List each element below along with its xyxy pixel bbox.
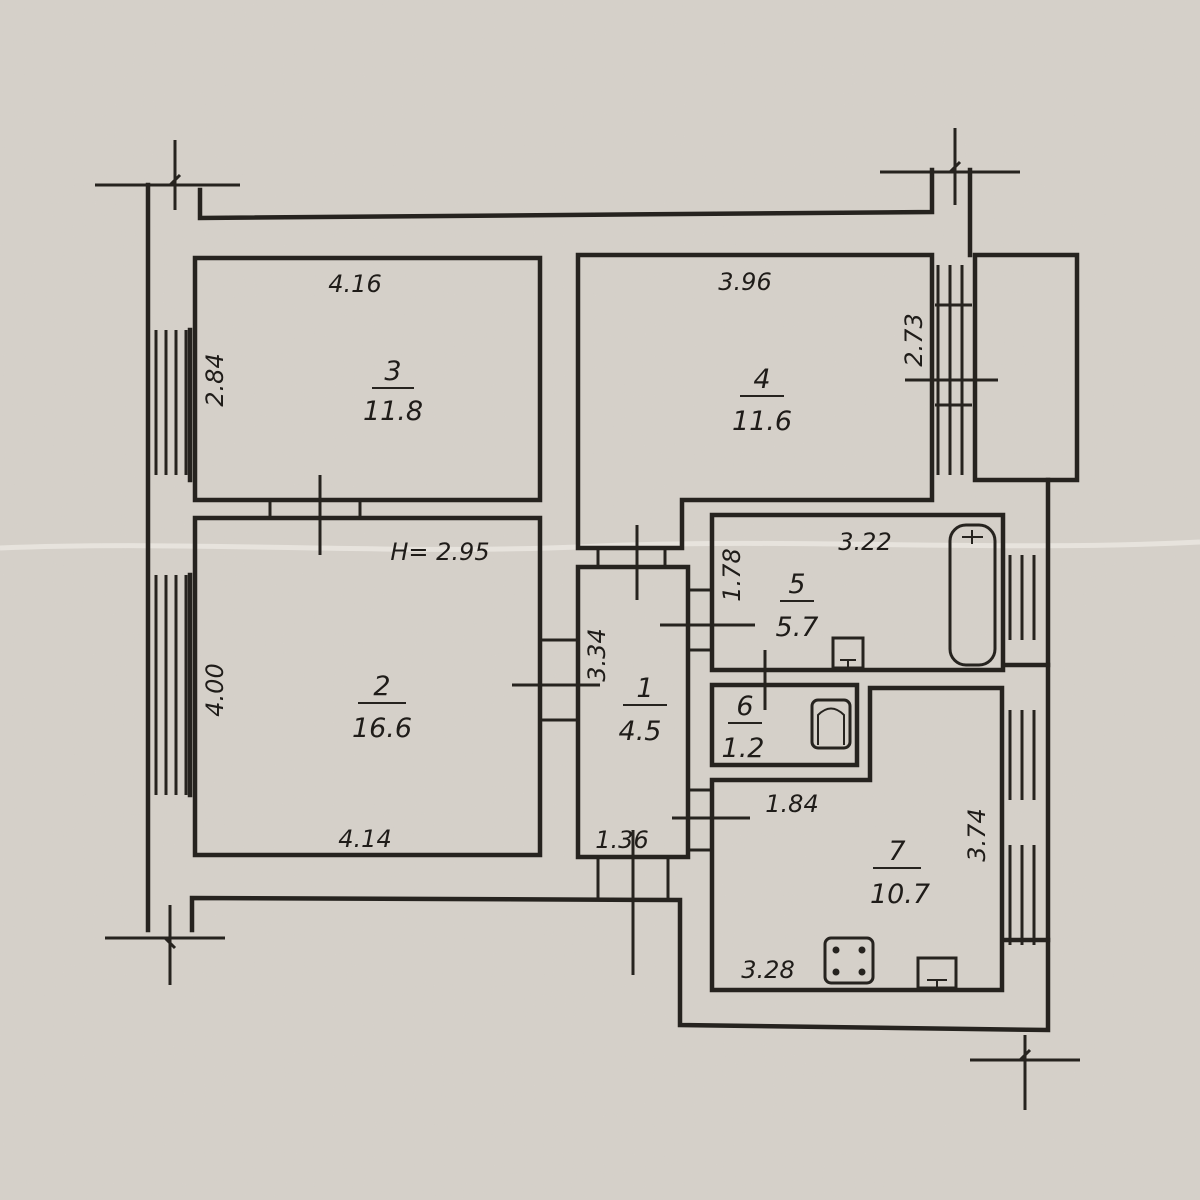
door-room-7: [688, 788, 712, 852]
exterior-walls: [145, 167, 1051, 1033]
door-room-4: [596, 548, 667, 567]
room-4-width-dim: 3.96: [718, 268, 771, 296]
room-7-width-top-dim: 1.84: [765, 790, 818, 818]
room-7-outline: [709, 685, 1005, 993]
room-4-area: 11.6: [732, 406, 792, 437]
room-1-outline: [575, 564, 691, 860]
door-room-5: [688, 588, 712, 652]
room-2-label: 2 16.6: [352, 671, 412, 744]
room-4-label: 4 11.6: [732, 364, 792, 437]
axis-marks: [95, 128, 1080, 1110]
room-3-area: 11.8: [363, 396, 423, 427]
room-labels: 3 11.8 4 11.6 2 16.6 1 4.5 5 5.7 6 1.2: [352, 356, 930, 910]
room-3-number: 3: [384, 356, 401, 387]
washbasin-icon: [831, 636, 865, 670]
room-outlines: [192, 252, 1006, 993]
room-4-number: 4: [753, 364, 770, 395]
fixtures: [810, 523, 997, 990]
bathtub-icon: [948, 523, 997, 667]
window-room-2: [154, 575, 188, 795]
room-7-height-dim: 3.74: [963, 808, 991, 861]
room-5-number: 5: [788, 569, 805, 600]
room-5-outline: [709, 512, 1006, 673]
room-1-number: 1: [636, 673, 653, 704]
door-room-2: [540, 638, 578, 722]
windows: [154, 265, 1036, 945]
dimension-labels: 4.16 2.84 3.96 2.73 H= 2.95 4.00 4.14 3.…: [201, 268, 991, 984]
room-2-outline: [192, 515, 543, 858]
ceiling-height-label: H= 2.95: [390, 538, 489, 566]
room-3-height-dim: 2.84: [201, 353, 229, 406]
room-3-outline: [192, 255, 543, 503]
room-6-number: 6: [736, 691, 753, 722]
doorways: [268, 500, 712, 900]
room-3-label: 3 11.8: [363, 356, 423, 427]
room-1-label: 1 4.5: [619, 673, 667, 747]
room-7-width-bottom-dim: 3.28: [741, 956, 794, 984]
balcony: [972, 252, 1080, 483]
window-room-7-b: [1008, 845, 1036, 945]
room-4-outline: [575, 252, 935, 551]
window-room-3: [154, 330, 188, 475]
room-5-area: 5.7: [776, 612, 819, 643]
room-5-height-dim: 1.78: [718, 548, 746, 601]
sink-icon: [916, 956, 958, 990]
stove-icon: [823, 936, 875, 985]
room-5-label: 5 5.7: [776, 569, 819, 643]
room-6-label: 6 1.2: [722, 691, 765, 764]
door-room-3: [268, 500, 362, 518]
room-1-area: 4.5: [619, 716, 662, 747]
room-7-area: 10.7: [870, 879, 930, 910]
dimension-ticks: [318, 378, 998, 975]
room-1-width-dim: 1.36: [595, 826, 648, 854]
room-6-area: 1.2: [722, 733, 765, 764]
room-6-outline: [709, 682, 860, 768]
toilet-icon: [810, 698, 852, 750]
window-room-4-balcony-door: [935, 265, 972, 475]
room-7-label: 7 10.7: [870, 836, 930, 910]
room-5-width-dim: 3.22: [838, 528, 891, 556]
room-1-height-dim: 3.34: [583, 628, 611, 681]
room-3-width-dim: 4.16: [328, 270, 381, 298]
room-2-number: 2: [373, 671, 390, 702]
entrance-door: [596, 857, 670, 900]
room-7-number: 7: [888, 836, 905, 867]
room-2-width-dim: 4.14: [338, 825, 391, 853]
window-room-7-a: [1008, 710, 1036, 800]
room-2-area: 16.6: [352, 713, 412, 744]
room-4-height-dim: 2.73: [900, 313, 928, 366]
window-room-5: [1008, 555, 1036, 640]
room-2-height-dim: 4.00: [201, 663, 229, 716]
